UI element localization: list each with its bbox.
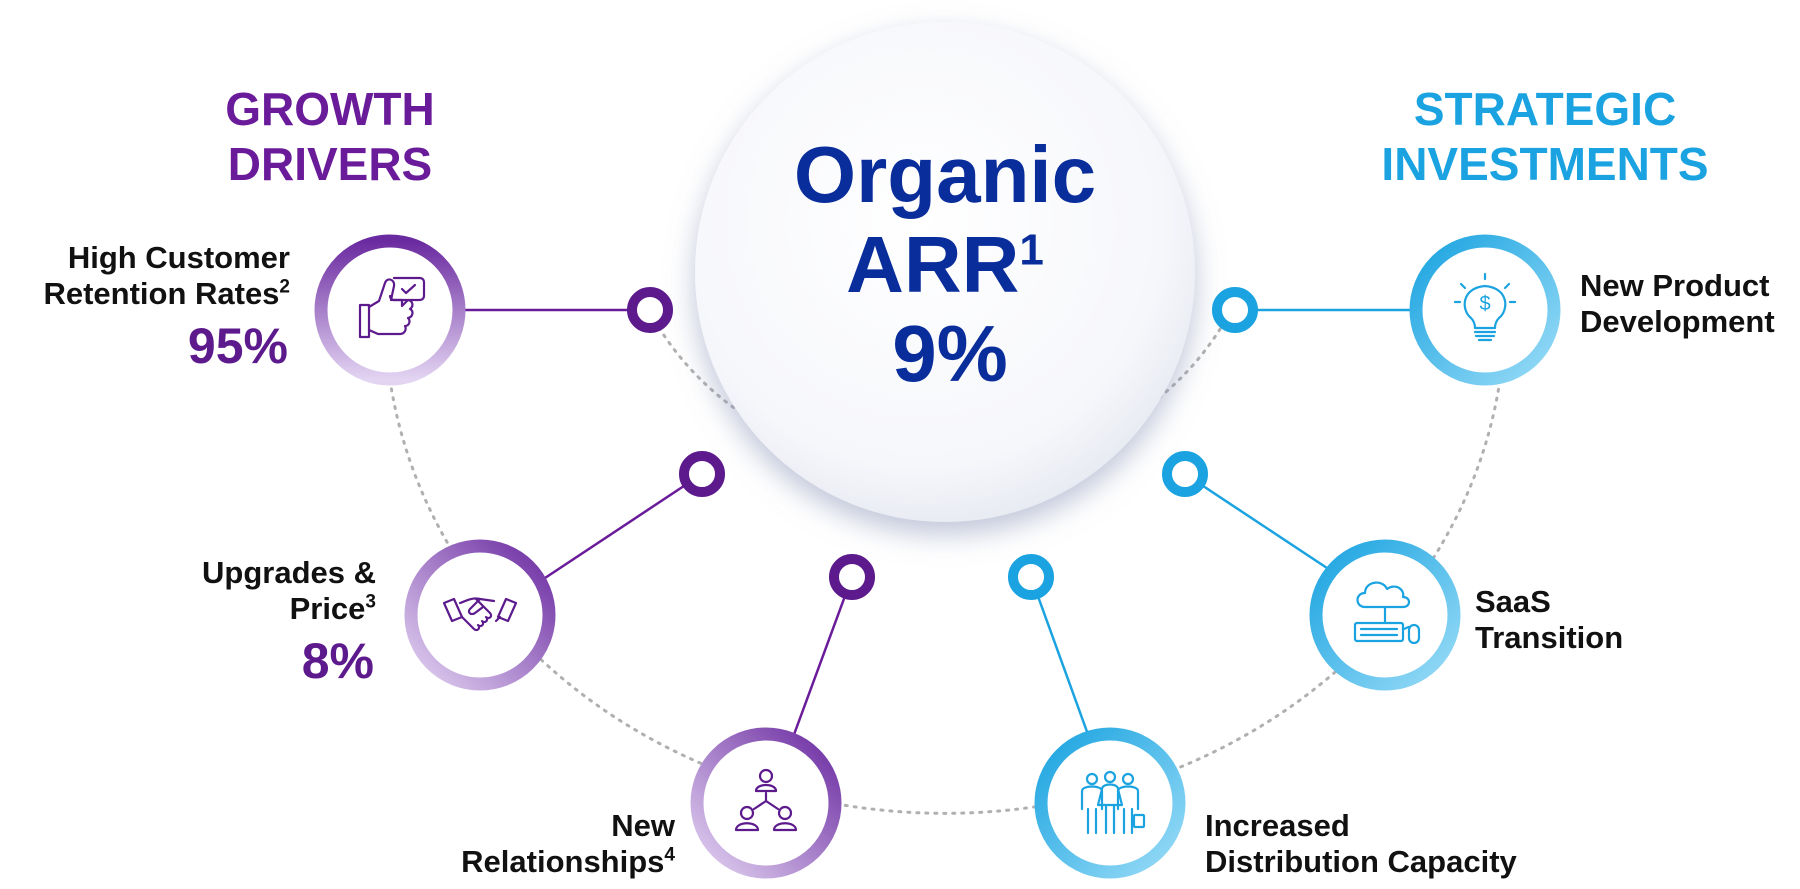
ring-product (1409, 234, 1561, 386)
node-dot-retention (627, 287, 673, 333)
center-title-line2: ARR1 (745, 220, 1145, 310)
center-value: 9% (892, 309, 1008, 399)
driver-value-upgrades: 8% (301, 633, 374, 689)
node-dot-saas (1162, 451, 1208, 497)
node-dot-product (1212, 287, 1258, 333)
inner-dotted-arc (648, 310, 1232, 476)
investment-label-product: New Product Development (1580, 268, 1800, 339)
strategic-investments-heading: STRATEGIC INVESTMENTS (1335, 82, 1755, 192)
handshake-icon (442, 597, 518, 632)
driver-relationships-footnote: 4 (664, 844, 675, 866)
connector-line-saas (1184, 472, 1331, 572)
investment-product-line1: New Product (1580, 268, 1770, 303)
investment-product-line2: Development (1580, 303, 1775, 339)
driver-value-retention: 95% (187, 318, 288, 374)
center-title-footnote: 1 (1019, 224, 1044, 274)
thumbs-up-chat-icon (358, 276, 426, 339)
investment-saas-line2: Transition (1475, 619, 1624, 655)
driver-label-upgrades: Upgrades & Price3 (0, 555, 376, 626)
ring-relationships (690, 727, 842, 879)
driver-label-relationships: New Relationships4 (300, 808, 675, 879)
driver-retention-line1: High Customer (67, 240, 290, 275)
driver-retention-footnote: 2 (279, 276, 290, 298)
strategic-investments-heading-line2: INVESTMENTS (1381, 138, 1709, 191)
cloud-computer-icon (1353, 581, 1421, 645)
team-people-icon (1080, 770, 1146, 835)
investment-saas-line1: SaaS (1475, 584, 1551, 619)
people-network-icon (734, 768, 798, 832)
growth-drivers-heading-line2: DRIVERS (227, 138, 433, 191)
driver-retention-line2: Retention Rates2 (0, 276, 290, 312)
investment-label-saas: SaaS Transition (1475, 584, 1735, 655)
driver-upgrades-line2: Price3 (0, 591, 376, 627)
growth-drivers-heading-line1: GROWTH (225, 83, 435, 135)
connector-line-upgrades (544, 472, 703, 580)
connector-line-distribution (1029, 576, 1092, 741)
ring-distribution (1034, 727, 1186, 879)
driver-upgrades-line2-text: Price (289, 590, 366, 626)
svg-text:$: $ (1479, 293, 1490, 315)
investment-distribution-line1: Increased (1205, 808, 1350, 843)
driver-label-retention: High Customer Retention Rates2 (0, 240, 290, 311)
driver-retention-line2-text: Retention Rates (43, 275, 280, 311)
center-title-arr: ARR (846, 219, 1020, 309)
center-title: Organic ARR1 9% (745, 130, 1145, 399)
growth-drivers-heading: GROWTH DRIVERS (150, 82, 510, 192)
ring-retention (314, 234, 466, 386)
investment-distribution-line2: Distribution Capacity (1205, 843, 1517, 879)
driver-relationships-line2: Relationships4 (300, 844, 675, 880)
driver-upgrades-footnote: 3 (365, 591, 376, 613)
investment-label-distribution: Increased Distribution Capacity (1205, 808, 1605, 879)
center-title-line1: Organic (793, 130, 1097, 219)
center-circle (695, 22, 1195, 522)
driver-upgrades-line1: Upgrades & (202, 555, 376, 590)
driver-relationships-line2-text: Relationships (461, 843, 665, 879)
node-dot-relationships (829, 554, 875, 600)
ring-upgrades (404, 539, 556, 691)
lightbulb-dollar-icon: $ (1453, 272, 1517, 342)
outer-dotted-arc (388, 378, 1502, 815)
driver-relationships-line1: New (611, 808, 675, 843)
node-dot-upgrades (679, 451, 725, 497)
connector-line-relationships (790, 576, 854, 741)
strategic-investments-heading-line1: STRATEGIC (1413, 83, 1677, 135)
node-dot-distribution (1008, 554, 1054, 600)
